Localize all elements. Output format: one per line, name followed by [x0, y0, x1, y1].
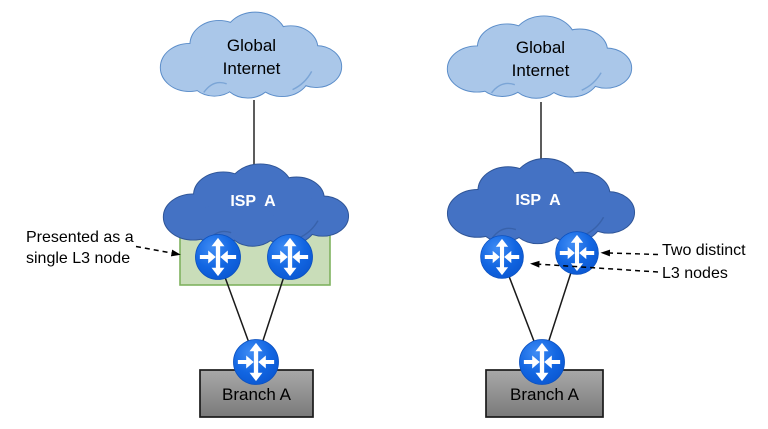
internet-cloud-label-left: Global Internet — [222, 36, 281, 78]
isp-cloud-left — [162, 163, 350, 247]
router-icon-right-branch — [518, 338, 566, 386]
branch-label-left: Branch A — [222, 385, 291, 404]
annotation-right: Two distinct L3 nodes — [662, 239, 746, 285]
annotation-right-line1: Two distinct — [662, 242, 746, 259]
internet-cloud-left — [159, 11, 343, 99]
annotation-arrow-right-2 — [530, 260, 659, 273]
isp-cloud-label-left: ISP A — [230, 193, 276, 210]
isp-cloud-right — [446, 158, 636, 245]
isp-cloud-label-right: ISP A — [515, 192, 561, 209]
annotation-left: Presented as a single L3 node — [26, 227, 134, 269]
router-icon-left-2 — [266, 233, 314, 281]
annotation-arrow-left — [135, 245, 181, 257]
annotation-arrow-right-1 — [600, 249, 659, 257]
annotation-right-line2: L3 nodes — [662, 265, 728, 282]
branch-label-right: Branch A — [510, 385, 579, 404]
router-icon-left-branch — [232, 338, 280, 386]
internet-cloud-right — [446, 15, 633, 99]
annotation-left-line1: Presented as a — [26, 229, 134, 246]
internet-cloud-label-right: Global Internet — [511, 38, 570, 80]
router-icon-right-1 — [480, 235, 524, 279]
annotation-left-line2: single L3 node — [26, 250, 131, 267]
router-icon-left-1 — [194, 233, 242, 281]
